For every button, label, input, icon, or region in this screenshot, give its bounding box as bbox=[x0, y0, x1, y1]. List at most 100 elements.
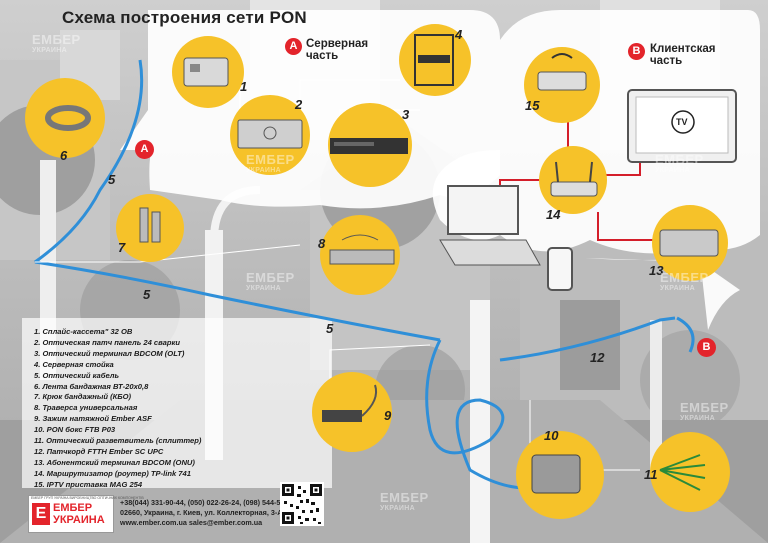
watermark-line1: ЕМБЕР bbox=[246, 152, 295, 167]
web-email[interactable]: www.ember.com.ua sales@ember.com.ua bbox=[120, 518, 263, 527]
leader-line bbox=[299, 79, 400, 110]
num-15: 15 bbox=[525, 98, 540, 113]
num-1: 1 bbox=[240, 79, 248, 94]
num-5b: 5 bbox=[143, 287, 151, 302]
num-10: 10 bbox=[544, 428, 559, 443]
watermark-line2: УКРАИНА bbox=[380, 505, 415, 512]
item-server-rack bbox=[399, 24, 471, 96]
tv-label: TV bbox=[676, 117, 688, 127]
num-3: 3 bbox=[402, 107, 410, 122]
pole bbox=[470, 300, 490, 543]
logo-tagline: ЕМБЕР ГРУП УКРАЇНА ВИРОБНИЦТВО ОПТИЧНИХ … bbox=[31, 496, 144, 500]
num-9: 9 bbox=[384, 408, 392, 423]
logo-letter: Е bbox=[32, 503, 50, 525]
num-12: 12 bbox=[590, 350, 605, 365]
num-5a: 5 bbox=[108, 172, 116, 187]
legend-item: 10. PON бокс FTB P03 bbox=[34, 425, 116, 435]
contacts: +38(044) 331-90-44, (050) 022-26-24, (09… bbox=[120, 498, 295, 528]
logo-line2: УКРАИНА bbox=[53, 514, 105, 526]
tv bbox=[627, 89, 737, 163]
logo-name: ЕМБЕР УКРАИНА bbox=[53, 502, 105, 526]
num-6: 6 bbox=[60, 148, 68, 163]
leader-line bbox=[329, 344, 431, 390]
marker-b: B bbox=[697, 338, 716, 357]
client-section-badge: B bbox=[628, 43, 645, 60]
smartphone bbox=[547, 247, 573, 291]
legend-item: 14. Маршрутизатор (роутер) TP-link 741 bbox=[34, 468, 191, 478]
watermark-line1: ЕМБЕР bbox=[246, 270, 295, 285]
item-splitter bbox=[650, 432, 730, 512]
address: 02660, Украина, г. Киев, ул. Коллекторна… bbox=[120, 508, 283, 517]
item-olt bbox=[328, 103, 412, 187]
legend-item: 12. Патчкорд FTTH Ember SC UPC bbox=[34, 446, 164, 456]
bubble-tail bbox=[585, 258, 740, 330]
legend-item: 1. Сплайс-кассета" 32 ОВ bbox=[34, 327, 133, 336]
legend-item: 5. Оптический кабель bbox=[34, 370, 119, 380]
item-traverse bbox=[320, 215, 400, 295]
item-iptv-box bbox=[524, 47, 600, 123]
marker-a: A bbox=[135, 140, 154, 159]
qr-code[interactable] bbox=[280, 482, 324, 526]
watermark-line1: ЕМБЕР bbox=[655, 152, 704, 167]
item-hook bbox=[116, 194, 184, 262]
watermark-line1: ЕМБЕР bbox=[380, 490, 429, 505]
optical-cable bbox=[34, 59, 144, 264]
legend: 1. Сплайс-кассета" 32 ОВ 2. Оптическая п… bbox=[34, 327, 324, 491]
patchcord bbox=[499, 316, 676, 362]
num-8: 8 bbox=[318, 236, 326, 251]
leader-line bbox=[35, 244, 301, 263]
item-tape bbox=[25, 78, 105, 158]
optical-cable bbox=[34, 260, 441, 342]
num-4: 4 bbox=[455, 27, 463, 42]
server-label-line1: Серверная bbox=[306, 38, 369, 50]
tree bbox=[640, 330, 740, 430]
company-logo: ЕМБЕР ГРУП УКРАЇНА ВИРОБНИЦТВО ОПТИЧНИХ … bbox=[28, 495, 144, 533]
num-11: 11 bbox=[644, 467, 658, 482]
legend-item: 4. Серверная стойка bbox=[34, 359, 114, 369]
legend-item: 13. Абонентский терминал BDCOM (ONU) bbox=[34, 457, 195, 467]
watermark-line1: ЕМБЕР bbox=[32, 32, 81, 47]
server-section-badge: A bbox=[285, 38, 302, 55]
item-patch-panel bbox=[230, 95, 310, 175]
num-7: 7 bbox=[118, 240, 126, 255]
client-label-line2: часть bbox=[650, 55, 683, 67]
legend-item: 6. Лента бандажная ВТ-20х0,8 bbox=[34, 381, 149, 391]
watermark-line2: УКРАИНА bbox=[246, 285, 281, 292]
item-onu bbox=[652, 205, 728, 281]
legend-item: 11. Оптический разветвитель (сплиттер) bbox=[34, 436, 202, 446]
num-13: 13 bbox=[649, 263, 664, 278]
door bbox=[560, 300, 620, 390]
link-line bbox=[597, 212, 655, 241]
item-router bbox=[539, 146, 607, 214]
phones: +38(044) 331-90-44, (050) 022-26-24, (09… bbox=[120, 498, 295, 507]
client-label-line1: Клиентская bbox=[650, 43, 716, 55]
watermark-line2: УКРАИНА bbox=[655, 167, 690, 174]
legend-item: 8. Траверса универсальная bbox=[34, 403, 138, 413]
num-5c: 5 bbox=[326, 321, 334, 336]
watermark-line2: УКРАИНА bbox=[680, 415, 715, 422]
item-pon-box bbox=[516, 431, 604, 519]
watermark-line2: УКРАИНА bbox=[660, 285, 695, 292]
watermark-line1: ЕМБЕР bbox=[680, 400, 729, 415]
client-section-label: Клиентская часть bbox=[650, 43, 715, 67]
server-label-line2: часть bbox=[306, 50, 339, 62]
watermark-line2: УКРАИНА bbox=[32, 47, 67, 54]
laptop bbox=[439, 185, 541, 266]
legend-item: 7. Крюк бандажный (КБО) bbox=[34, 392, 132, 402]
legend-panel bbox=[22, 318, 332, 488]
server-section-label: Серверная часть bbox=[306, 38, 368, 62]
fiber-loop bbox=[425, 339, 561, 490]
legend-item: 2. Оптическая патч панель 24 сварки bbox=[34, 337, 180, 347]
num-14: 14 bbox=[546, 207, 561, 222]
legend-item: 9. Зажим натяжной Ember ASF bbox=[34, 414, 152, 424]
item-anchor-clamp bbox=[312, 372, 392, 452]
legend-item: 3. Оптический терминал BDCOM (OLT) bbox=[34, 348, 185, 358]
